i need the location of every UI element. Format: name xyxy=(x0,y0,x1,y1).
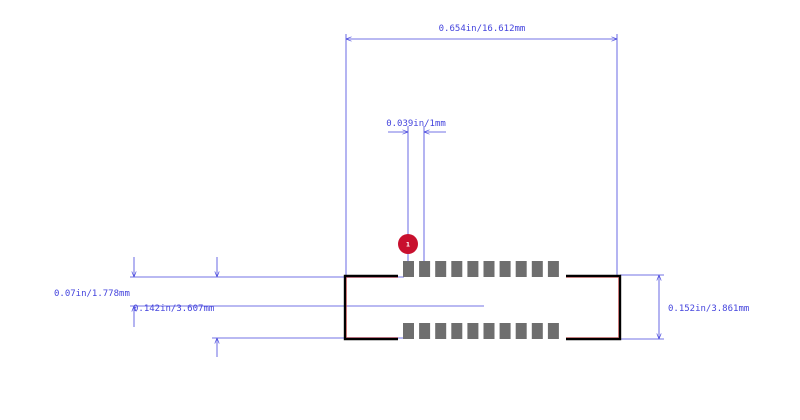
pad-bottom-1 xyxy=(403,323,414,339)
pad-bottom-6 xyxy=(483,323,495,339)
pitch-label: 0.039in/1mm xyxy=(386,119,446,129)
pad-top-1 xyxy=(403,261,414,277)
pad-bottom-8 xyxy=(515,323,527,339)
pad-bottom-10 xyxy=(547,323,559,339)
row-spacing-label: 0.142in/3.607mm xyxy=(133,304,214,314)
pad-bottom-7 xyxy=(499,323,511,339)
pad-top-6 xyxy=(483,261,495,277)
body-outline xyxy=(343,274,622,341)
pad-top-4 xyxy=(451,261,463,277)
outline-left xyxy=(343,274,398,341)
pad-top-9 xyxy=(531,261,543,277)
pad-top-3 xyxy=(435,261,447,277)
pad-top-7 xyxy=(499,261,511,277)
pad-bottom-5 xyxy=(467,323,479,339)
outline-inner-left xyxy=(346,277,398,338)
pad-top-2 xyxy=(419,261,431,277)
pad-row-bottom xyxy=(403,323,559,339)
pad-bottom-9 xyxy=(531,323,543,339)
pad-top-5 xyxy=(467,261,479,277)
outline-inner-right xyxy=(566,277,619,338)
outline-right xyxy=(566,274,622,341)
pin1-marker: 1 xyxy=(398,234,418,254)
pin1-dot-icon xyxy=(398,234,418,254)
pad-bottom-2 xyxy=(419,323,431,339)
total-width-label: 0.654in/16.612mm xyxy=(439,24,526,34)
body-height-label: 0.152in/3.861mm xyxy=(668,304,749,314)
pad-row-top xyxy=(403,261,559,277)
pad-top-8 xyxy=(515,261,527,277)
pin1-marker-label: 1 xyxy=(406,242,410,249)
pad-bottom-4 xyxy=(451,323,463,339)
pad-bottom-3 xyxy=(435,323,447,339)
pad-top-10 xyxy=(547,261,559,277)
pad-height-label: 0.07in/1.778mm xyxy=(54,289,130,299)
